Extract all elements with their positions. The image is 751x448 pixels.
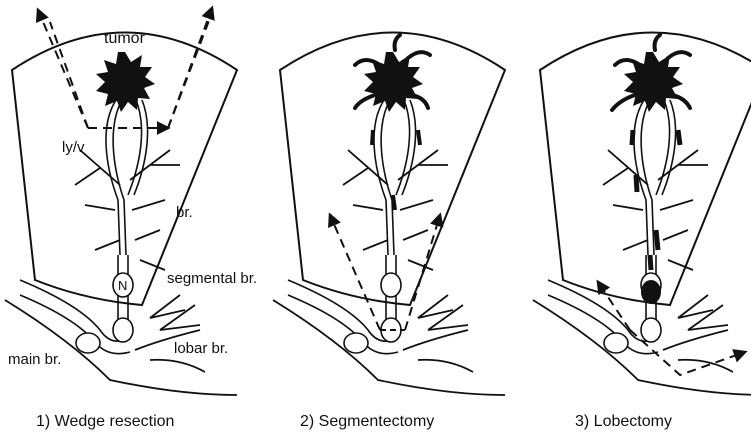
segment-cut-left-arrow — [330, 215, 380, 330]
caption-wedge-resection: 1) Wedge resection — [36, 414, 174, 430]
main-br-label: main br. — [8, 352, 61, 367]
wedge-cut-right-arrow — [168, 8, 212, 128]
lobe-cut-left-arrow — [598, 282, 630, 330]
ly-v-label: ly/v — [62, 140, 85, 155]
panel-lobectomy — [533, 33, 751, 396]
br-label: br. — [176, 205, 193, 220]
panel-wedge-resection: N — [5, 8, 237, 395]
node-N-label: N — [118, 278, 127, 293]
caption-segmentectomy: 2) Segmentectomy — [300, 414, 434, 430]
lobar-br-label: lobar br. — [174, 341, 228, 356]
panel-segmentectomy — [273, 33, 505, 396]
caption-lobectomy: 3) Lobectomy — [575, 414, 672, 430]
wedge-cut-left-arrow — [38, 10, 88, 128]
segmental-br-label: segmental br. — [167, 271, 257, 286]
tumor-label: tumor — [104, 31, 145, 47]
